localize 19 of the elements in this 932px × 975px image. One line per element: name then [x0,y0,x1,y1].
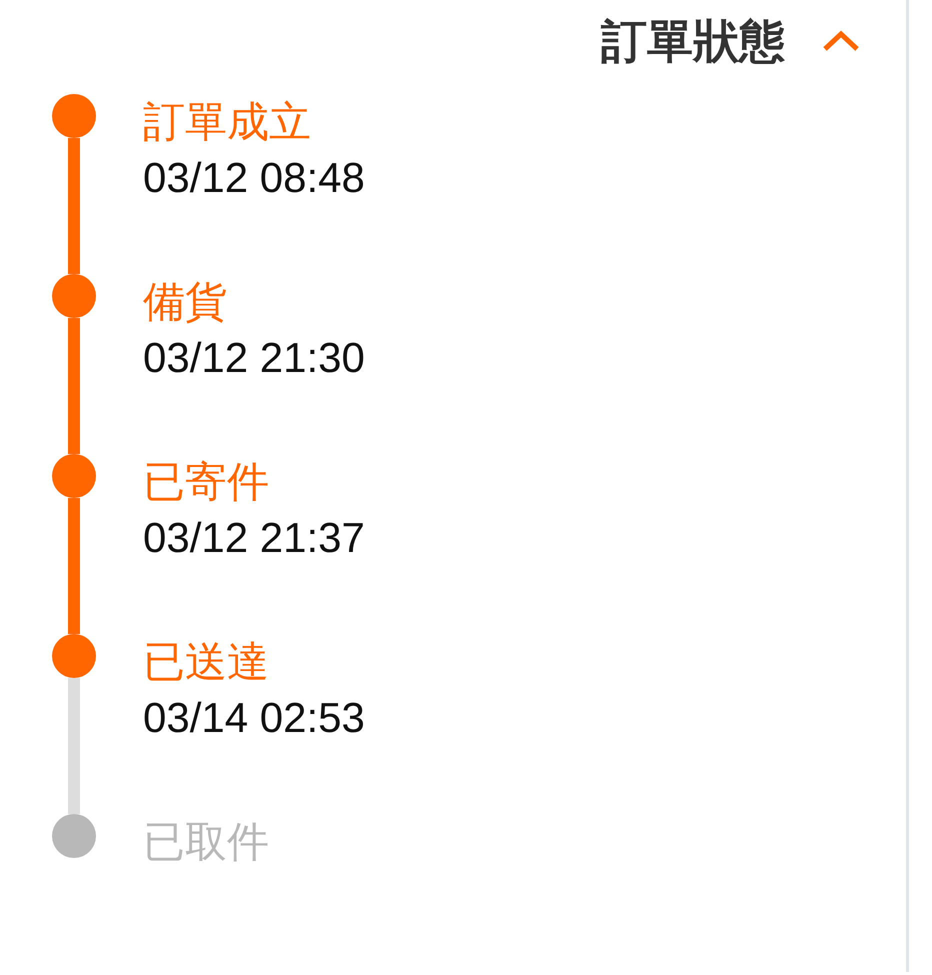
status-label: 已送達 [143,637,269,687]
status-label: 訂單成立 [143,97,311,147]
status-dot [52,274,96,318]
connector-line [68,498,80,634]
status-label: 已取件 [143,817,269,867]
connector-line [68,138,80,274]
heading: 訂單狀態 [601,16,785,66]
timestamp: 03/12 21:37 [143,513,365,563]
status-dot [52,94,96,138]
status-dot [52,454,96,498]
status-dot [52,634,96,678]
status-dot [52,814,96,858]
timestamp: 03/12 21:30 [143,333,365,383]
connector-line [68,678,80,814]
timestamp: 03/12 08:48 [143,153,365,203]
status-label: 備貨 [143,277,227,327]
connector-line [68,318,80,454]
status-label: 已寄件 [143,457,269,507]
timestamp: 03/14 02:53 [143,693,365,743]
